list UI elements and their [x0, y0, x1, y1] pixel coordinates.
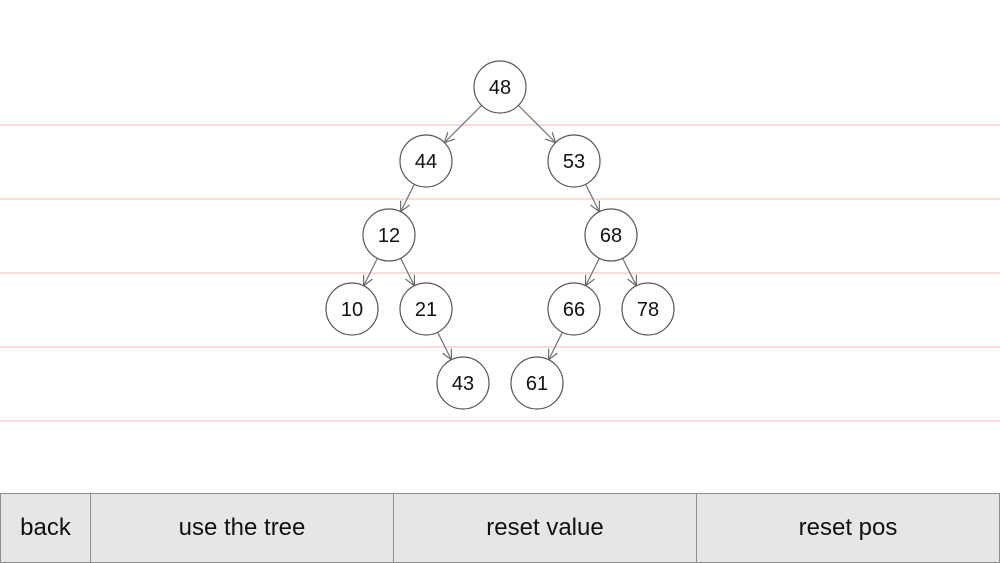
- tree-edge: [585, 183, 600, 211]
- use-the-tree-button[interactable]: use the tree: [91, 493, 394, 563]
- tree-node-value: 12: [378, 225, 400, 247]
- tree-node[interactable]: 43: [436, 356, 490, 410]
- tree-node[interactable]: 53: [547, 134, 601, 188]
- tree-node-value: 78: [637, 299, 659, 321]
- tree-edge: [549, 331, 563, 359]
- tree-node[interactable]: 12: [362, 208, 416, 262]
- tree-node[interactable]: 61: [510, 356, 564, 410]
- tree-node-circle[interactable]: [547, 282, 601, 336]
- reset-value-button-label: reset value: [486, 514, 604, 541]
- level-guide-lines: [0, 124, 1000, 422]
- tree-edges: [364, 104, 637, 359]
- tree-node-value: 61: [526, 373, 548, 395]
- tree-edge: [400, 257, 415, 285]
- tree-edge: [586, 257, 600, 285]
- tree-node-circle[interactable]: [362, 208, 416, 262]
- tree-edge: [622, 257, 637, 285]
- tree-node-value: 44: [415, 151, 437, 173]
- tree-node-value: 43: [452, 373, 474, 395]
- use-the-tree-button-label: use the tree: [178, 514, 306, 541]
- tree-edge: [401, 183, 415, 211]
- tree-node-circle[interactable]: [621, 282, 675, 336]
- bottom-toolbar: back use the tree reset value reset pos: [0, 493, 1000, 563]
- tree-edge: [517, 104, 555, 142]
- tree-node-circle[interactable]: [584, 208, 638, 262]
- back-button-label: back: [20, 514, 71, 541]
- tree-node-value: 68: [600, 225, 622, 247]
- tree-node[interactable]: 44: [399, 134, 453, 188]
- tree-node-value: 48: [489, 77, 511, 99]
- tree-canvas: 48 44 53 12 68 10 21 66 78 43 61: [0, 60, 1000, 422]
- tree-node[interactable]: 78: [621, 282, 675, 336]
- tree-edge: [364, 257, 378, 285]
- tree-node-value: 10: [341, 299, 363, 321]
- tree-node-value: 53: [563, 151, 585, 173]
- tree-nodes: 48 44 53 12 68 10 21 66 78 43 61: [325, 60, 675, 410]
- tree-node-circle[interactable]: [325, 282, 379, 336]
- tree-node-circle[interactable]: [547, 134, 601, 188]
- reset-pos-button[interactable]: reset pos: [697, 493, 1000, 563]
- tree-node[interactable]: 66: [547, 282, 601, 336]
- reset-value-button[interactable]: reset value: [394, 493, 697, 563]
- tree-node-circle[interactable]: [399, 134, 453, 188]
- tree-node-circle[interactable]: [510, 356, 564, 410]
- tree-node-circle[interactable]: [436, 356, 490, 410]
- tree-node[interactable]: 48: [473, 60, 527, 114]
- reset-pos-button-label: reset pos: [798, 514, 898, 541]
- tree-edge: [437, 331, 452, 359]
- tree-node-value: 66: [563, 299, 585, 321]
- tree-node-circle[interactable]: [399, 282, 453, 336]
- tree-node[interactable]: 21: [399, 282, 453, 336]
- tree-node-value: 21: [415, 299, 437, 321]
- tree-node-circle[interactable]: [473, 60, 527, 114]
- tree-node[interactable]: 10: [325, 282, 379, 336]
- tree-edge: [444, 104, 483, 142]
- back-button[interactable]: back: [0, 493, 91, 563]
- tree-node[interactable]: 68: [584, 208, 638, 262]
